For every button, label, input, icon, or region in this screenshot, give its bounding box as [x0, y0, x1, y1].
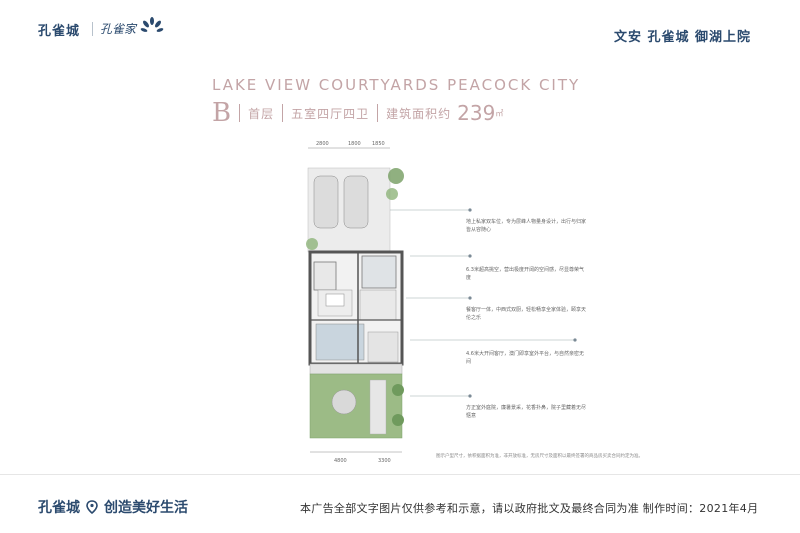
tree-icon: [388, 168, 404, 184]
bedroom: [367, 331, 399, 363]
garden-seating: [331, 389, 357, 415]
tree-icon: [392, 414, 404, 426]
sub-brand-logo: 孔雀家: [100, 22, 137, 36]
note-parking: 地上私家双车位，专为层峰人物量身设计，出行与归家皆从容随心: [466, 219, 587, 233]
unit-info: B 首层 五室四厅四卫 建筑面积约 239 ㎡: [212, 100, 503, 126]
dim-bottom-2: 3300: [378, 458, 391, 464]
dim-top-1: 2800: [316, 141, 329, 147]
peacock-icon: [140, 17, 164, 32]
divider: [282, 104, 284, 122]
footer-slogan: 创造美好生活: [104, 500, 188, 516]
note-living: 4.6米大开间客厅，澳门即享室外平台，与自然亲密无间: [466, 351, 584, 365]
living-room: [315, 323, 365, 361]
project-logo: 文安 孔雀城 御湖上院: [614, 30, 752, 45]
floor-plan: 2800 1800 1850 4800 3300 1450 2780 7600 …: [306, 141, 404, 464]
logo-divider: [92, 22, 93, 36]
footer-divider: [0, 474, 800, 475]
tree-icon: [386, 188, 398, 200]
car-icon: [313, 175, 339, 229]
brand-logo: 孔雀城: [38, 24, 81, 39]
note-garden: 方正室外庭院，廉暑景采，花香扑鼻，院子里藏着无尽惬意: [466, 405, 587, 419]
area-label: 建筑面积约: [386, 106, 452, 121]
divider: [239, 104, 241, 122]
tree-icon: [306, 238, 318, 250]
dim-top-3: 1850: [372, 141, 385, 147]
car-icon: [343, 175, 369, 229]
dining-table: [325, 293, 345, 307]
plan-disclaimer: 图示户型尺寸，依积据面积为准，非开放标准，无房尺寸及面积以最终签署的商品房买卖合…: [436, 454, 643, 459]
location-pin-icon: [86, 500, 98, 514]
tree-icon: [392, 384, 404, 396]
area-value: 239: [457, 101, 496, 125]
layout-label: 五室四厅四卫: [291, 106, 370, 121]
dim-bottom-1: 4800: [334, 458, 347, 464]
garden: [309, 373, 403, 439]
unit-letter: B: [212, 98, 232, 128]
kitchen: [361, 255, 397, 289]
footer-notice: 本广告全部文字图片仅供参考和示意，请以政府批文及最终合同为准 制作时间：2021…: [300, 502, 759, 515]
footer-brand-name: 孔雀城: [38, 500, 80, 516]
note-dining: 餐客厅一体，中西式双厨，轻松畅享全家体验，颐享天伦之乐: [466, 307, 587, 321]
garden-path: [369, 379, 387, 435]
annotation-leaders: [390, 208, 577, 398]
note-atrium: 6.3米超高挑空，营出极度开阔的空间感，尽显尊荣气度: [466, 267, 584, 281]
divider: [377, 104, 379, 122]
footer-brand: 孔雀城 创造美好生活: [38, 497, 188, 517]
english-title: LAKE VIEW COURTYARDS PEACOCK CITY: [212, 76, 581, 94]
area-unit: ㎡: [495, 108, 504, 118]
dim-top-2: 1800: [348, 141, 361, 147]
floor-label: 首层: [248, 106, 275, 121]
